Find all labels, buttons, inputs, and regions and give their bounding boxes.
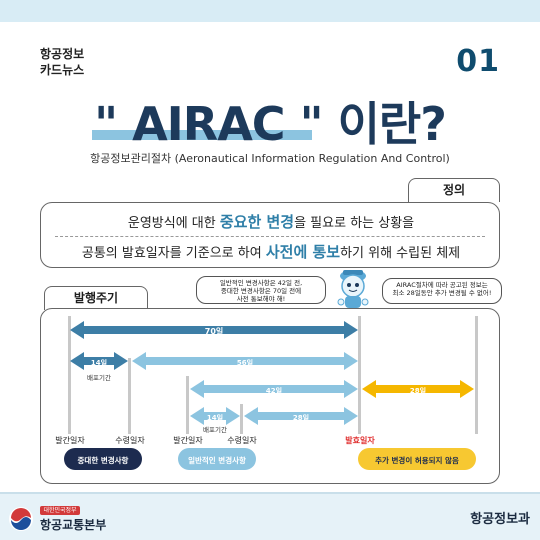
arrow-70-days: 70일 bbox=[70, 321, 358, 339]
period-tab: 발행주기 bbox=[44, 286, 148, 310]
pill-general-label: 일반적인 변경사항 bbox=[188, 455, 246, 465]
label-70: 70일 bbox=[205, 326, 224, 336]
guide-recv2 bbox=[240, 404, 243, 434]
footer-divider bbox=[0, 492, 540, 494]
guide-recv1 bbox=[128, 358, 131, 434]
definition-line2-highlight: 사전에 통보 bbox=[265, 243, 341, 261]
label-56: 56일 bbox=[237, 358, 253, 367]
axis-label-effective: 발효일자 bbox=[345, 435, 375, 445]
bubble-left-line3: 사전 통보해야 해! bbox=[236, 295, 286, 303]
government-emblem-icon bbox=[9, 507, 33, 531]
arrow-42-days: 42일 bbox=[190, 380, 358, 398]
airac-timeline: 70일 14일 배포기간 56일 42일 28일 14일 배포기간 bbox=[55, 316, 478, 470]
footer-ministry-name: 항공교통본부 bbox=[40, 518, 107, 532]
footer-band bbox=[0, 492, 540, 540]
definition-line2-post: 하기 위해 수립된 체제 bbox=[340, 246, 461, 261]
arrow-56-days: 56일 bbox=[132, 352, 358, 370]
definition-line1-post: 을 필요로 하는 상황을 bbox=[294, 216, 415, 231]
arrow-14-days-general: 14일 bbox=[190, 407, 240, 425]
pill-major-label: 중대한 변경사항 bbox=[78, 455, 129, 465]
arrow-14-days-major: 14일 bbox=[70, 352, 128, 370]
page-subtitle: 항공정보관리절차 (Aeronautical Information Regul… bbox=[90, 152, 450, 165]
guide-end bbox=[475, 316, 478, 434]
footer-badge: 대한민국정부 bbox=[40, 506, 80, 515]
definition-line-2: 공통의 발효일자를 기준으로 하여 사전에 통보하기 위해 수립된 체제 bbox=[41, 241, 501, 262]
label-14-general: 14일 bbox=[207, 413, 223, 422]
speech-bubble-freeze: AIRAC절차에 따라 공고된 정보는 최소 28일동안 추가 변경될 수 없어… bbox=[382, 278, 502, 304]
speech-bubble-notice: 일반적인 변경사항은 42일 전, 중대한 변경사항은 70일 전에 사전 통보… bbox=[196, 276, 326, 304]
pill-no-change: 추가 변경이 허용되지 않음 bbox=[358, 448, 476, 470]
definition-line1-pre: 운영방식에 대한 bbox=[127, 216, 220, 231]
bubble-left-line1: 일반적인 변경사항은 42일 전, bbox=[219, 279, 303, 287]
bubble-right-line1: AIRAC절차에 따라 공고된 정보는 bbox=[396, 281, 488, 289]
top-band bbox=[0, 0, 540, 22]
definition-tab: 정의 bbox=[408, 178, 500, 202]
arrow-28-days-general: 28일 bbox=[244, 407, 358, 425]
definition-box: 운영방식에 대한 중요한 변경을 필요로 하는 상황을 공통의 발효일자를 기준… bbox=[40, 202, 500, 268]
bubble-right-line2: 최소 28일동안 추가 변경될 수 없어! bbox=[392, 289, 492, 297]
card-label-line2: 카드뉴스 bbox=[40, 63, 85, 77]
axis-label-recv1: 수령일자 bbox=[115, 436, 145, 445]
pill-major-change: 중대한 변경사항 bbox=[64, 448, 142, 470]
guide-pub2 bbox=[186, 376, 189, 434]
card-label-line1: 항공정보 bbox=[40, 47, 85, 61]
definition-divider bbox=[55, 236, 485, 237]
definition-line2-pre: 공통의 발효일자를 기준으로 하여 bbox=[81, 246, 266, 261]
footer-department-name: 항공정보과 bbox=[470, 512, 530, 527]
label-28-fixed: 28일 bbox=[410, 386, 426, 395]
mascot-icon bbox=[337, 270, 369, 308]
label-14-major: 14일 bbox=[91, 358, 107, 367]
title-underline bbox=[92, 130, 312, 140]
pill-general-change: 일반적인 변경사항 bbox=[178, 448, 256, 470]
definition-line-1: 운영방식에 대한 중요한 변경을 필요로 하는 상황을 bbox=[41, 211, 501, 232]
axis-label-pub2: 발간일자 bbox=[173, 435, 203, 445]
label-28-general: 28일 bbox=[293, 413, 309, 422]
distribution-label-major: 배포기간 bbox=[87, 373, 111, 382]
definition-line1-highlight: 중요한 변경 bbox=[219, 213, 295, 231]
guide-effective bbox=[358, 316, 361, 434]
arrow-28-days-fixed: 28일 bbox=[362, 380, 474, 398]
distribution-label-general: 배포기간 bbox=[203, 425, 227, 434]
card-series-label: 항공정보 카드뉴스 bbox=[40, 46, 84, 78]
guide-pub1 bbox=[68, 316, 71, 434]
axis-label-pub1: 발간일자 bbox=[55, 435, 85, 445]
pill-no-change-label: 추가 변경이 허용되지 않음 bbox=[375, 455, 459, 465]
axis-label-recv2: 수령일자 bbox=[227, 436, 257, 445]
bubble-left-line2: 중대한 변경사항은 70일 전에 bbox=[220, 287, 302, 295]
page-title: " AIRAC " 이란? bbox=[94, 97, 447, 151]
card-number: 01 bbox=[456, 44, 500, 79]
label-42: 42일 bbox=[266, 386, 282, 395]
